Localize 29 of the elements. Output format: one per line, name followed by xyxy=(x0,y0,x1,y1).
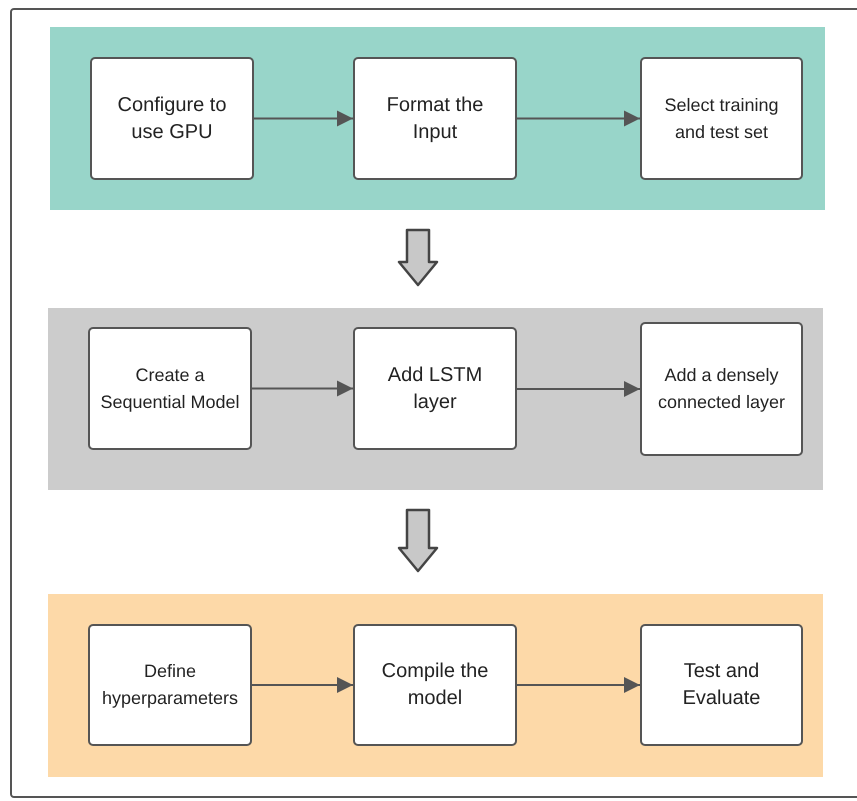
block-arrow xyxy=(398,508,438,572)
process-box xyxy=(90,57,254,180)
step-label: Create a Sequential Model xyxy=(99,364,241,414)
step-label: Add a densely connected layer xyxy=(656,364,786,414)
block-arrow xyxy=(398,228,438,286)
process-box xyxy=(353,624,517,746)
step-label: Add LSTM layer xyxy=(386,362,484,414)
process-box xyxy=(88,624,252,746)
arrow xyxy=(252,380,353,396)
arrow xyxy=(254,110,353,126)
arrow xyxy=(517,110,640,126)
step-label: Compile the model xyxy=(380,659,490,711)
stage-band xyxy=(48,308,823,490)
process-box xyxy=(640,57,803,180)
process-box xyxy=(640,624,803,746)
step-label: Test and Evaluate xyxy=(682,659,762,711)
process-box xyxy=(640,322,803,456)
stage-band xyxy=(50,27,825,210)
step-label: Select training and test set xyxy=(663,94,780,144)
process-box xyxy=(88,327,252,450)
arrow xyxy=(517,677,640,693)
step-label: Define hyperparameters xyxy=(100,660,240,710)
process-box xyxy=(353,327,517,450)
process-box xyxy=(353,57,517,180)
step-label: Format the Input xyxy=(386,92,484,144)
arrow xyxy=(252,677,353,693)
step-label: Configure to use GPU xyxy=(116,92,228,144)
arrow xyxy=(517,381,640,397)
stage-band xyxy=(48,594,823,777)
